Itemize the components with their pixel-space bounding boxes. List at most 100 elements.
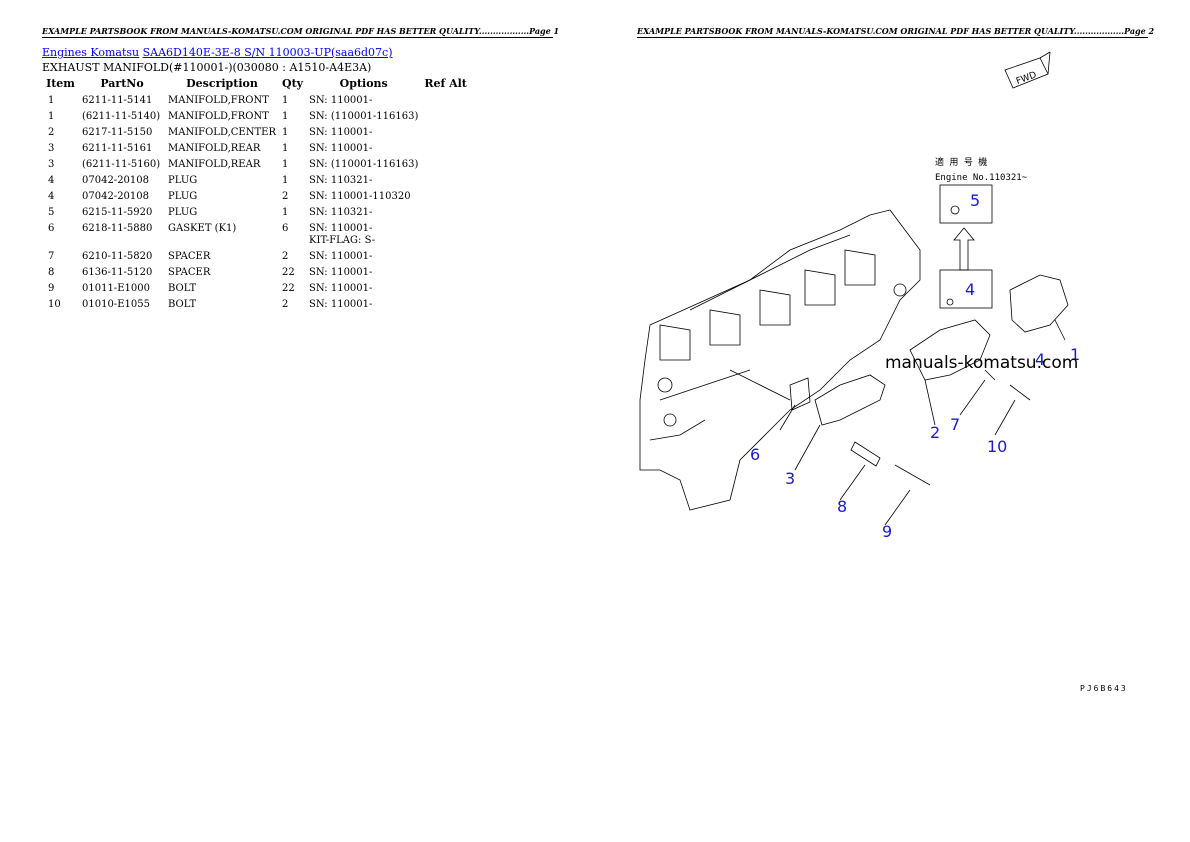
cell-partno: 6211-11-5141 <box>82 95 153 106</box>
cell-refalt <box>421 125 470 141</box>
options-serial: SN: 110001- <box>309 267 373 278</box>
cell-partno: 6215-11-5920 <box>82 207 153 218</box>
spacer-drawing <box>850 441 881 467</box>
fwd-label: FWD <box>1015 70 1038 87</box>
cell-qty: 2 <box>281 251 289 262</box>
cell-item: 8 <box>48 267 55 278</box>
cell-options: SN: (110001-116163) <box>306 109 421 125</box>
cell-options: SN: 110001-KIT-FLAG: S- <box>306 221 421 249</box>
cell-item: 5 <box>48 207 55 218</box>
cell-qty: 1 <box>281 175 289 186</box>
page-subtitle: EXHAUST MANIFOLD(#110001-)(030080 : A151… <box>42 61 372 74</box>
callout-7: 7 <box>950 415 960 434</box>
bolt-9-drawing <box>894 464 931 486</box>
cell-refalt <box>421 157 470 173</box>
cell-refalt <box>421 109 470 125</box>
cell-options: SN: 110001- <box>306 281 421 297</box>
callout-4: 4 <box>965 280 975 299</box>
cell-partno: 07042-20108 <box>82 175 150 186</box>
cell-partno: 01010-E1055 <box>82 299 150 310</box>
cell-refalt <box>421 265 470 281</box>
callout-2: 2 <box>930 423 940 442</box>
cell-description: PLUG <box>168 175 198 186</box>
cell-options: SN: (110001-116163) <box>306 157 421 173</box>
cell-refalt <box>421 249 470 265</box>
options-serial: SN: 110321- <box>309 207 373 218</box>
cell-refalt <box>421 93 470 109</box>
watermark: manuals-komatsu.com <box>885 353 1078 373</box>
table-row: 3 (6211-11-5160) MANIFOLD,REAR 1 SN: (110001… <box>42 157 470 173</box>
cell-partno: 6218-11-5880 <box>82 223 153 234</box>
engine-block-drawing <box>639 209 921 511</box>
cell-item: 3 <box>48 159 55 170</box>
callout-6: 6 <box>750 445 760 464</box>
cell-description: MANIFOLD,REAR <box>168 159 261 170</box>
parts-table: Item PartNo Description Qty Options Ref … <box>42 76 470 313</box>
cell-options: SN: 110001- <box>306 297 421 313</box>
cell-qty: 22 <box>281 283 295 294</box>
cell-description: PLUG <box>168 207 198 218</box>
col-header-item: Item <box>46 77 75 90</box>
callout-1: 1 <box>1070 345 1080 364</box>
options-serial: SN: 110001- <box>309 127 373 138</box>
cell-item: 9 <box>48 283 55 294</box>
cell-partno: (6211-11-5160) <box>82 159 161 170</box>
cell-item: 4 <box>48 175 55 186</box>
cell-qty: 1 <box>281 207 289 218</box>
cell-options: SN: 110001-110320 <box>306 189 421 205</box>
options-serial: SN: 110001- <box>309 223 373 234</box>
callout-5: 5 <box>970 191 980 210</box>
cell-description: MANIFOLD,REAR <box>168 143 261 154</box>
cell-description: PLUG <box>168 191 198 202</box>
applicability-label: 適 用 号 機 <box>935 156 987 168</box>
callout-8: 8 <box>837 497 847 516</box>
callout-4-second: 4 <box>1035 350 1045 369</box>
cell-description: MANIFOLD,CENTER <box>168 127 276 138</box>
cell-refalt <box>421 141 470 157</box>
cell-refalt <box>421 221 470 249</box>
cell-qty: 1 <box>281 143 289 154</box>
cell-partno: 07042-20108 <box>82 191 150 202</box>
front-manifold-drawing <box>1009 274 1069 333</box>
rear-manifold-drawing <box>814 374 886 426</box>
options-serial: SN: 110001- <box>309 251 373 262</box>
options-serial: SN: 110001- <box>309 299 373 310</box>
col-header-partno: PartNo <box>100 77 144 90</box>
options-serial: SN: 110001- <box>309 283 373 294</box>
cell-item: 3 <box>48 143 55 154</box>
cell-qty: 1 <box>281 159 289 170</box>
cell-qty: 1 <box>281 95 289 106</box>
cell-qty: 6 <box>281 223 289 234</box>
cell-description: MANIFOLD,FRONT <box>168 95 269 106</box>
cell-options: SN: 110321- <box>306 173 421 189</box>
breadcrumb-link-engines[interactable]: Engines Komatsu <box>42 46 140 59</box>
cell-options: SN: 110001- <box>306 141 421 157</box>
cell-refalt <box>421 297 470 313</box>
cell-partno: (6211-11-5140) <box>82 111 161 122</box>
page-header-right: EXAMPLE PARTSBOOK FROM MANUALS-KOMATSU.C… <box>637 26 1155 38</box>
col-header-refalt: Ref Alt <box>424 77 467 90</box>
breadcrumb-link-model[interactable]: SAA6D140E-3E-8 S/N 110003-UP(saa6d07c) <box>142 46 393 59</box>
options-serial: SN: (110001-116163) <box>309 111 419 122</box>
cell-description: GASKET (K1) <box>168 223 237 234</box>
detail-box-5 <box>939 184 993 224</box>
cell-item: 2 <box>48 127 55 138</box>
diagram-svg: FWD 適 用 号 機 Engine No.110321~ <box>639 51 1080 541</box>
cell-qty: 1 <box>281 127 289 138</box>
breadcrumb: Engines Komatsu SAA6D140E-3E-8 S/N 11000… <box>42 46 393 59</box>
exploded-diagram: FWD 適 用 号 機 Engine No.110321~ <box>630 40 1160 710</box>
center-manifold-drawing <box>909 319 991 381</box>
cell-partno: 6210-11-5820 <box>82 251 153 262</box>
cell-partno: 6211-11-5161 <box>82 143 153 154</box>
gasket-drawing <box>789 377 811 411</box>
cell-description: SPACER <box>168 251 211 262</box>
cell-options: SN: 110321- <box>306 205 421 221</box>
cell-qty: 2 <box>281 299 289 310</box>
